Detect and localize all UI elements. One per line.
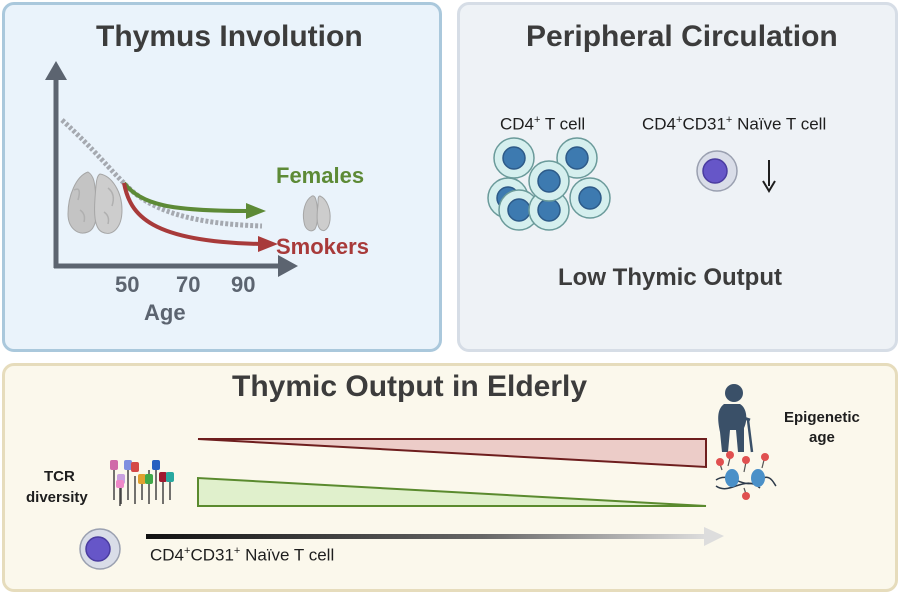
age-tick-50: 50	[115, 272, 140, 297]
thymus-small-icon	[302, 195, 331, 232]
age-tick-70: 70	[176, 272, 201, 297]
thymus-involution-panel	[2, 2, 442, 352]
tcr-diversity-line1: TCR	[44, 468, 75, 485]
t-cell	[556, 137, 598, 179]
smokers-label: Smokers	[276, 234, 369, 259]
tcr-diversity-line2: diversity	[26, 489, 88, 506]
females-curve	[122, 181, 249, 213]
smokers-curve	[122, 182, 263, 246]
t-cell	[528, 160, 570, 202]
epigenetic-age-label: Epigenetic age	[784, 408, 860, 448]
cd4-t-cell-cluster	[487, 137, 611, 231]
naive-t-cell-label-top: CD4+CD31+ Naïve T cell	[642, 114, 827, 134]
peripheral-circulation-title: Peripheral Circulation	[526, 20, 838, 53]
t-cell	[569, 177, 611, 219]
overall-decline-curve	[60, 118, 263, 229]
thymus-involution-title: Thymus Involution	[96, 20, 363, 53]
smokers-arrowhead	[258, 236, 278, 252]
naive-t-cell-icon	[696, 150, 738, 192]
y-axis-arrowhead	[45, 61, 67, 80]
naive-t-cell-label-bottom: CD4+CD31+ Naïve T cell	[150, 545, 335, 565]
low-thymic-output-label: Low Thymic Output	[558, 264, 782, 291]
epigenetic-age-wedge	[197, 438, 707, 469]
tcr-diversity-label: TCR diversity	[26, 466, 88, 508]
naive-t-cell-icon-bottom	[79, 528, 121, 570]
dna-methylation-icon	[715, 451, 777, 500]
t-cell	[528, 189, 570, 231]
tcr-diversity-wedge	[197, 476, 707, 507]
epigenetic-age-line1: Epigenetic	[784, 409, 860, 426]
age-axis-label: Age	[144, 300, 186, 325]
females-arrowhead	[246, 203, 266, 219]
tcr-receptors-icon	[110, 460, 174, 506]
t-cell	[493, 137, 535, 179]
thymus-large-icon	[67, 171, 123, 234]
decrease-arrow-icon	[762, 160, 776, 193]
age-tick-90: 90	[231, 272, 256, 297]
epigenetic-age-line2: age	[809, 429, 835, 446]
naive-decline-arrowhead	[704, 527, 724, 546]
thymic-output-elderly-title: Thymic Output in Elderly	[232, 370, 588, 403]
cd4-t-cell-label: CD4+ T cell	[500, 114, 586, 134]
naive-decline-arrow-shaft	[146, 534, 706, 539]
females-label: Females	[276, 163, 365, 188]
elderly-person-icon	[718, 384, 754, 453]
x-axis-arrowhead	[278, 255, 298, 277]
